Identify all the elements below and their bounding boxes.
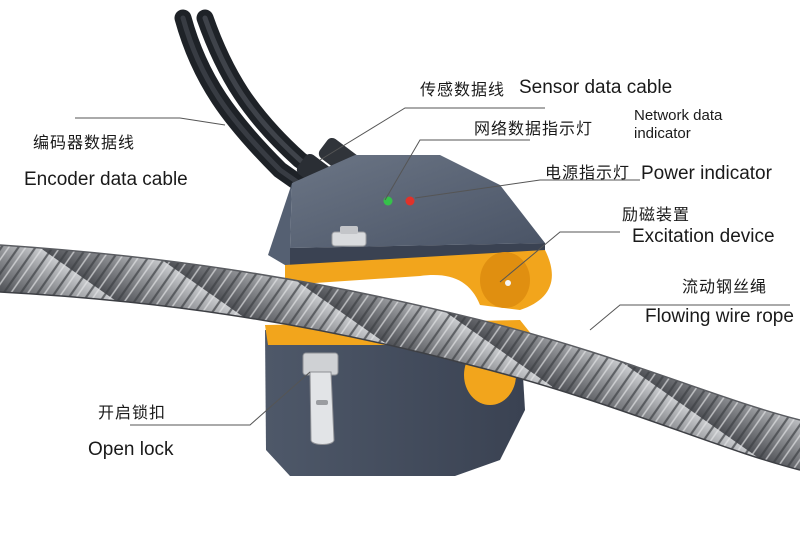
wire-rope-label-zh: 流动钢丝绳 <box>682 277 768 296</box>
leader-lines <box>75 107 790 426</box>
sensor-data-cable <box>196 9 359 204</box>
sensor-cable-label-en: Sensor data cable <box>519 77 673 98</box>
sensor-cable-label-zh: 传感数据线 <box>420 80 506 99</box>
top-clip <box>331 226 367 247</box>
red-led-icon <box>405 196 415 206</box>
network-indicator-label-zh: 网络数据指示灯 <box>474 119 594 138</box>
excitation-label-en: Excitation device <box>632 226 775 247</box>
network-indicator-label-en: Network data indicator <box>634 107 723 142</box>
excitation-device <box>285 250 552 310</box>
encoder-data-cable <box>174 9 339 214</box>
flowing-wire-rope <box>0 244 800 471</box>
open-lock-label-en: Open lock <box>88 439 174 460</box>
power-indicator-label-zh: 电源指示灯 <box>545 163 631 182</box>
latch-icon[interactable] <box>302 352 339 445</box>
power-indicator-label-en: Power indicator <box>641 163 772 184</box>
green-led-icon <box>383 196 393 206</box>
excitation-label-zh: 励磁装置 <box>622 205 691 224</box>
wire-rope-label-en: Flowing wire rope <box>645 306 794 327</box>
encoder-cable-label-en: Encoder data cable <box>24 169 188 190</box>
open-lock-label-zh: 开启锁扣 <box>98 403 167 422</box>
encoder-cable-label-zh: 编码器数据线 <box>33 133 136 152</box>
